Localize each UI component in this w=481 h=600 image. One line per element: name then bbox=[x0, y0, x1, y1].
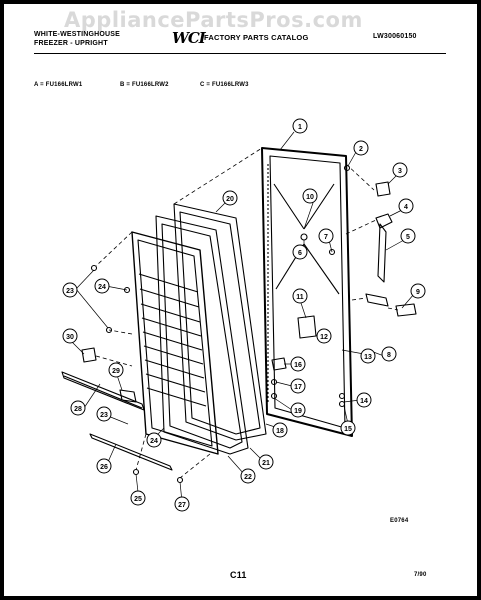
model-a: A = FU166LRW1 bbox=[34, 82, 83, 88]
svg-text:15: 15 bbox=[344, 426, 352, 433]
page-number: C11 bbox=[230, 570, 247, 580]
svg-text:24: 24 bbox=[98, 284, 106, 291]
door-liner-24 bbox=[131, 231, 219, 455]
callout-5: 5 bbox=[400, 228, 416, 244]
callout-24b: 24 bbox=[146, 432, 162, 448]
svg-text:12: 12 bbox=[320, 334, 328, 341]
part-30 bbox=[81, 347, 97, 363]
callout-8: 8 bbox=[381, 346, 397, 362]
callout-30: 30 bbox=[62, 328, 78, 344]
callout-6: 6 bbox=[292, 244, 308, 260]
callout-13: 13 bbox=[360, 348, 376, 364]
callout-15: 15 bbox=[340, 420, 356, 436]
model-b: B = FU166LRW2 bbox=[120, 82, 169, 88]
callout-19: 19 bbox=[290, 402, 306, 418]
svg-text:17: 17 bbox=[294, 384, 302, 391]
hinge-9 bbox=[365, 293, 417, 317]
callout-28: 28 bbox=[70, 400, 86, 416]
callout-22: 22 bbox=[240, 468, 256, 484]
callout-26: 26 bbox=[96, 458, 112, 474]
svg-text:20: 20 bbox=[226, 196, 234, 203]
callout-20: 20 bbox=[222, 190, 238, 206]
callout-18: 18 bbox=[272, 422, 288, 438]
brand-name: WHITE-WESTINGHOUSE bbox=[34, 31, 121, 38]
svg-text:8: 8 bbox=[387, 352, 391, 359]
svg-text:18: 18 bbox=[276, 428, 284, 435]
door-rack-28 bbox=[61, 371, 145, 411]
callout-25: 25 bbox=[130, 490, 146, 506]
exploded-door-diagram: 1 2 3 4 5 6 7 8 9 10 11 12 13 14 15 16 1… bbox=[61, 118, 426, 512]
callout-21: 21 bbox=[258, 454, 274, 470]
callout-29: 29 bbox=[108, 362, 124, 378]
callout-10: 10 bbox=[302, 188, 318, 204]
header-rule bbox=[34, 53, 446, 54]
callout-4: 4 bbox=[398, 198, 414, 214]
watermark: AppliancePartsPros.com bbox=[64, 8, 363, 32]
model-c: C = FU166LRW3 bbox=[200, 82, 249, 88]
svg-text:9: 9 bbox=[416, 289, 420, 296]
part-number: LW30060150 bbox=[373, 33, 417, 40]
callout-17: 17 bbox=[290, 378, 306, 394]
svg-text:10: 10 bbox=[306, 194, 314, 201]
svg-text:28: 28 bbox=[74, 406, 82, 413]
svg-text:29: 29 bbox=[112, 368, 120, 375]
callout-9: 9 bbox=[410, 283, 426, 299]
wci-logo: WCI bbox=[172, 29, 206, 47]
svg-text:5: 5 bbox=[406, 234, 410, 241]
leader-lines bbox=[69, 131, 415, 503]
diagram-code: E0764 bbox=[390, 518, 409, 524]
inner-door-panel-20 bbox=[173, 203, 267, 441]
svg-text:4: 4 bbox=[404, 204, 408, 211]
svg-text:6: 6 bbox=[298, 250, 302, 257]
breaker-strip-21 bbox=[155, 215, 249, 455]
svg-text:24: 24 bbox=[150, 438, 158, 445]
svg-text:14: 14 bbox=[360, 398, 368, 405]
svg-text:16: 16 bbox=[294, 362, 302, 369]
callout-7: 7 bbox=[318, 228, 334, 244]
svg-text:1: 1 bbox=[298, 124, 302, 131]
svg-text:7: 7 bbox=[324, 234, 328, 241]
handle-11 bbox=[297, 315, 317, 339]
svg-text:11: 11 bbox=[296, 294, 304, 301]
callout-12: 12 bbox=[316, 328, 332, 344]
callouts: 1 2 3 4 5 6 7 8 9 10 11 12 13 14 15 16 1… bbox=[62, 118, 426, 512]
svg-text:25: 25 bbox=[134, 496, 142, 503]
svg-text:19: 19 bbox=[294, 408, 302, 415]
parts-sheet: AppliancePartsPros.com WHITE-WESTINGHOUS… bbox=[4, 4, 477, 596]
callout-23b: 27 bbox=[174, 496, 190, 512]
part-29 bbox=[119, 389, 137, 403]
callout-11: 11 bbox=[292, 288, 308, 304]
product-type: FREEZER - UPRIGHT bbox=[34, 40, 108, 47]
svg-text:3: 3 bbox=[398, 168, 402, 175]
svg-text:30: 30 bbox=[66, 334, 74, 341]
callout-24: 24 bbox=[94, 278, 110, 294]
hinge-4 bbox=[375, 213, 393, 283]
revision-date: 7/90 bbox=[414, 572, 427, 578]
bracket-3 bbox=[375, 181, 391, 197]
svg-text:27: 27 bbox=[178, 502, 186, 509]
callout-23c: 23 bbox=[96, 406, 112, 422]
part-16 bbox=[271, 357, 287, 371]
callout-2: 2 bbox=[353, 140, 369, 156]
callout-14: 14 bbox=[356, 392, 372, 408]
svg-text:26: 26 bbox=[100, 464, 108, 471]
callout-3: 3 bbox=[392, 162, 408, 178]
callout-23: 23 bbox=[62, 282, 78, 298]
svg-text:13: 13 bbox=[364, 354, 372, 361]
callout-16: 16 bbox=[290, 356, 306, 372]
svg-text:21: 21 bbox=[262, 460, 270, 467]
svg-text:23: 23 bbox=[100, 412, 108, 419]
catalog-title: FACTORY PARTS CATALOG bbox=[204, 33, 309, 42]
svg-text:23: 23 bbox=[66, 288, 74, 295]
bar-26 bbox=[89, 433, 173, 471]
svg-text:22: 22 bbox=[244, 474, 252, 481]
callout-1: 1 bbox=[292, 118, 308, 134]
alignment-lines bbox=[95, 147, 399, 479]
svg-text:2: 2 bbox=[359, 146, 363, 153]
